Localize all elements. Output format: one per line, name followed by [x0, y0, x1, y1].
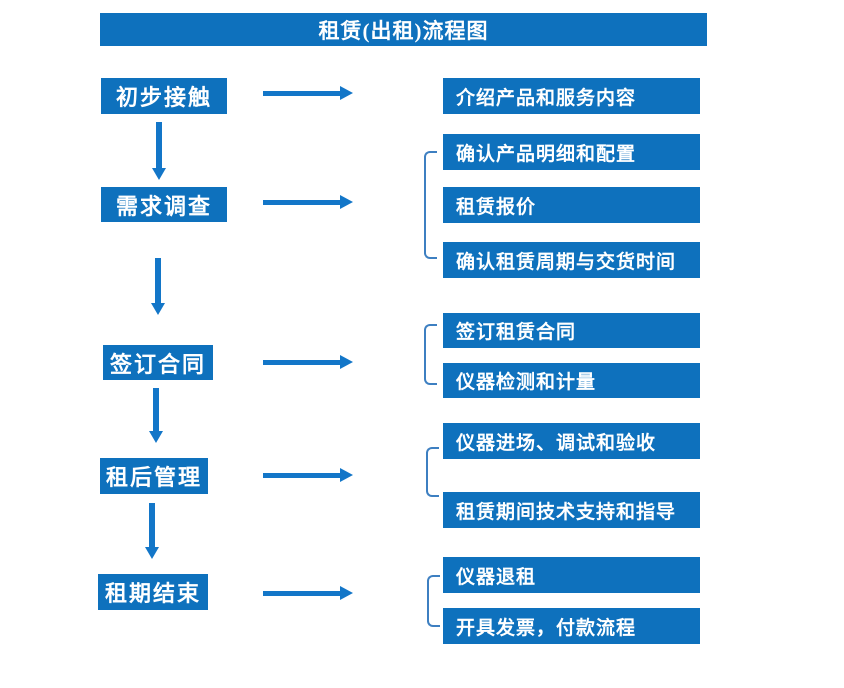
arrow-head	[340, 195, 353, 209]
arrow-head	[340, 86, 353, 100]
arrow-shaft	[263, 199, 340, 205]
output-box: 确认租赁周期与交货时间	[443, 242, 700, 278]
output-box: 租赁报价	[443, 187, 700, 223]
stage-box-initial-contact: 初步接触	[101, 78, 227, 114]
down-arrow-icon	[145, 503, 159, 559]
stage-box-post-rental-management: 租后管理	[100, 458, 208, 494]
arrow-shaft	[155, 258, 161, 303]
stage-box-lease-end: 租期结束	[98, 574, 208, 610]
right-arrow-icon	[263, 195, 353, 209]
group-bracket	[427, 575, 440, 627]
right-arrow-icon	[263, 355, 353, 369]
arrow-shaft	[156, 122, 162, 168]
arrow-head	[152, 168, 166, 180]
stage-box-demand-survey: 需求调查	[101, 187, 227, 222]
output-box: 确认产品明细和配置	[443, 134, 700, 170]
group-bracket	[424, 324, 437, 385]
output-box: 开具发票，付款流程	[443, 608, 700, 644]
arrow-head	[151, 303, 165, 315]
arrow-head	[340, 468, 353, 482]
arrow-shaft	[263, 90, 340, 96]
output-box: 租赁期间技术支持和指导	[443, 492, 700, 528]
output-box: 仪器检测和计量	[443, 363, 700, 398]
down-arrow-icon	[151, 258, 165, 315]
arrow-shaft	[263, 359, 340, 365]
arrow-shaft	[149, 503, 155, 547]
arrow-head	[149, 431, 163, 443]
group-bracket	[426, 447, 439, 497]
arrow-head	[340, 355, 353, 369]
right-arrow-icon	[263, 86, 353, 100]
flowchart-title: 租赁(出租)流程图	[100, 13, 707, 46]
group-bracket	[424, 151, 437, 259]
right-arrow-icon	[263, 586, 353, 600]
down-arrow-icon	[149, 388, 163, 443]
down-arrow-icon	[152, 122, 166, 180]
right-arrow-icon	[263, 468, 353, 482]
arrow-shaft	[153, 388, 159, 431]
arrow-shaft	[263, 590, 340, 596]
arrow-head	[340, 586, 353, 600]
output-box: 仪器退租	[443, 557, 700, 593]
arrow-head	[145, 547, 159, 559]
output-box: 仪器进场、调试和验收	[443, 423, 700, 459]
arrow-shaft	[263, 472, 340, 478]
output-box: 签订租赁合同	[443, 313, 700, 348]
stage-box-sign-contract: 签订合同	[103, 345, 213, 380]
output-box: 介绍产品和服务内容	[443, 78, 700, 114]
